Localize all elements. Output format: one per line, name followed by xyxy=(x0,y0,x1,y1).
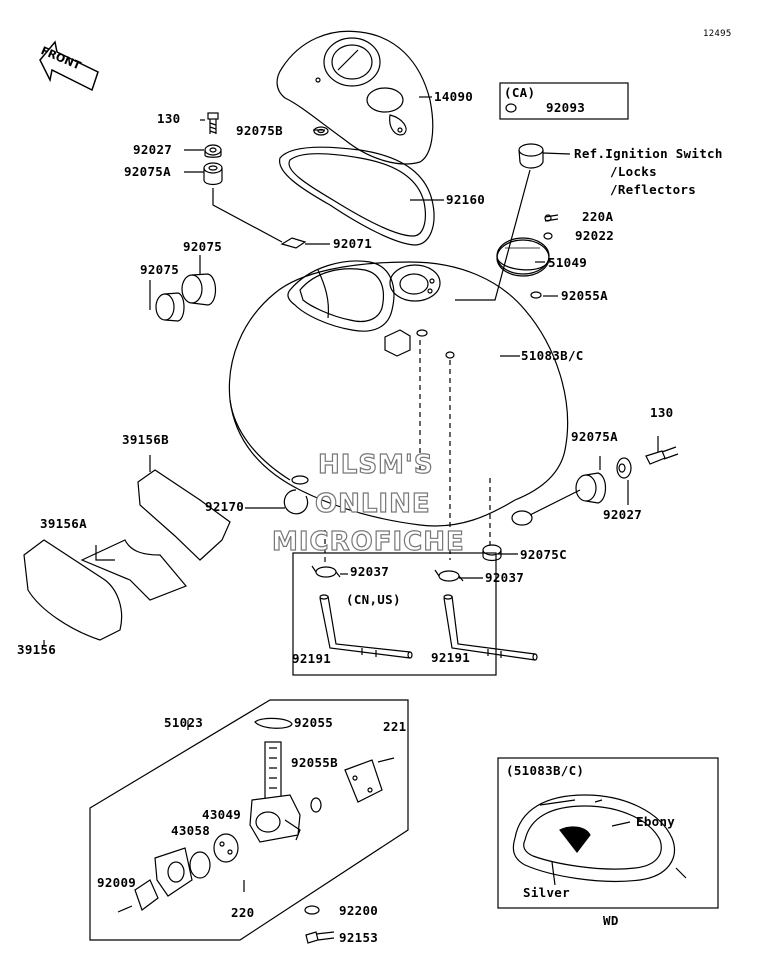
damper-92075A-right-part xyxy=(575,472,607,504)
damper-92075C-part xyxy=(482,544,502,562)
knob-92009-part xyxy=(117,879,159,913)
label-92075-a: 92075 xyxy=(140,262,180,277)
label-92027-top: 92027 xyxy=(133,142,173,157)
damper-92075B-part xyxy=(313,126,329,136)
hose-92191-right-part xyxy=(443,594,538,661)
corner-code: 12495 xyxy=(703,29,732,39)
label-92160: 92160 xyxy=(446,192,486,207)
cover-51049-part xyxy=(496,237,550,277)
label-92027-right: 92027 xyxy=(603,507,643,522)
dash-cover-part xyxy=(276,30,434,165)
front-arrow-icon xyxy=(39,40,99,92)
pad-39156A-part xyxy=(80,539,187,601)
label-43058: 43058 xyxy=(171,823,211,838)
o-ring-92055-part xyxy=(254,717,293,729)
label-ref-ignition: Ref.Ignition Switch xyxy=(574,146,723,161)
washer-92200-part xyxy=(304,905,320,915)
bolt-130-top-part xyxy=(207,112,219,134)
part-92093-icon xyxy=(505,103,517,113)
inset-ebony-label: Ebony xyxy=(636,814,676,829)
damper-92075-left-part xyxy=(155,273,217,322)
label-92009: 92009 xyxy=(97,875,137,890)
inset-title: (51083B/C) xyxy=(506,763,585,778)
label-39156: 39156 xyxy=(17,642,57,657)
hose-92191-left-part xyxy=(319,594,413,659)
label-92153: 92153 xyxy=(339,930,379,945)
bolt-130-right-part xyxy=(645,446,679,465)
o-ring-92055B-part xyxy=(310,797,322,813)
label-92093: 92093 xyxy=(546,100,586,115)
label-ref-reflectors: /Reflectors xyxy=(610,182,697,197)
label-220A: 220A xyxy=(582,209,614,224)
label-92075A-top: 92075A xyxy=(124,164,171,179)
label-130-right: 130 xyxy=(650,405,674,420)
diaphragm-43049-part xyxy=(213,833,239,863)
label-ref-locks: /Locks xyxy=(610,164,657,179)
label-92170: 92170 xyxy=(205,499,245,514)
label-92055: 92055 xyxy=(294,715,334,730)
label-92075-b: 92075 xyxy=(183,239,223,254)
screw-220A-part xyxy=(544,214,559,222)
label-14090: 14090 xyxy=(434,89,474,104)
label-51023: 51023 xyxy=(164,715,204,730)
watermark-line-2: ONLINE xyxy=(314,488,431,519)
label-39156A: 39156A xyxy=(40,516,87,531)
label-220: 220 xyxy=(231,905,255,920)
label-92075C: 92075C xyxy=(520,547,567,562)
label-92075A-right: 92075A xyxy=(571,429,618,444)
label-221: 221 xyxy=(383,719,407,734)
label-51083BC: 51083B/C xyxy=(521,348,584,363)
label-51049: 51049 xyxy=(548,255,588,270)
label-92191-right: 92191 xyxy=(431,650,471,665)
inset-footer-label: WD xyxy=(603,913,619,928)
o-ring-43058-part xyxy=(189,851,211,879)
cover-plate-part xyxy=(344,757,395,803)
label-92200: 92200 xyxy=(339,903,379,918)
label-92075B: 92075B xyxy=(236,123,283,138)
label-92071: 92071 xyxy=(333,236,373,251)
lever-part xyxy=(154,847,193,897)
watermark-line-3: MICROFICHE xyxy=(271,526,465,557)
watermark-line-1: HLSM'S xyxy=(317,449,434,480)
label-130-top: 130 xyxy=(157,111,181,126)
washer-92022-part xyxy=(543,232,553,240)
label-ca: (CA) xyxy=(504,85,536,100)
fuel-tank-part xyxy=(228,260,569,527)
damper-92075A-top-part xyxy=(203,162,223,186)
ca-option-box xyxy=(499,82,629,120)
ignition-switch-part xyxy=(518,143,571,169)
o-ring-92055A-part xyxy=(530,291,542,299)
clamp-92037-left-part xyxy=(311,565,341,578)
cn-us-option-box xyxy=(292,552,497,676)
label-cn-us: (CN,US) xyxy=(346,592,401,607)
pad-39156-part xyxy=(23,539,123,641)
pad-39156B-part xyxy=(137,469,231,561)
label-43049: 43049 xyxy=(202,807,242,822)
washer-92027-top-part xyxy=(204,144,222,158)
color-variant-inset-box xyxy=(497,757,719,909)
bolt-92153-part xyxy=(305,931,335,944)
label-92055B: 92055B xyxy=(291,755,338,770)
label-92037-right: 92037 xyxy=(485,570,525,585)
clamp-92037-right-part xyxy=(434,569,464,582)
leader-lines xyxy=(43,96,659,645)
guide-lines xyxy=(324,340,491,565)
label-92022: 92022 xyxy=(575,228,615,243)
tab-92071-part xyxy=(280,237,307,249)
tank-color-variant-part xyxy=(512,794,687,883)
inset-silver-label: Silver xyxy=(523,885,570,900)
clip-92170-part xyxy=(283,475,309,515)
label-92037-left: 92037 xyxy=(350,564,390,579)
washer-92027-right-part xyxy=(616,457,632,479)
gasket-part xyxy=(279,146,435,246)
label-92191-left: 92191 xyxy=(292,651,332,666)
fuel-valve-part xyxy=(249,741,301,843)
label-92055A: 92055A xyxy=(561,288,608,303)
label-39156B: 39156B xyxy=(122,432,169,447)
fuel-valve-assembly-box xyxy=(89,699,409,941)
